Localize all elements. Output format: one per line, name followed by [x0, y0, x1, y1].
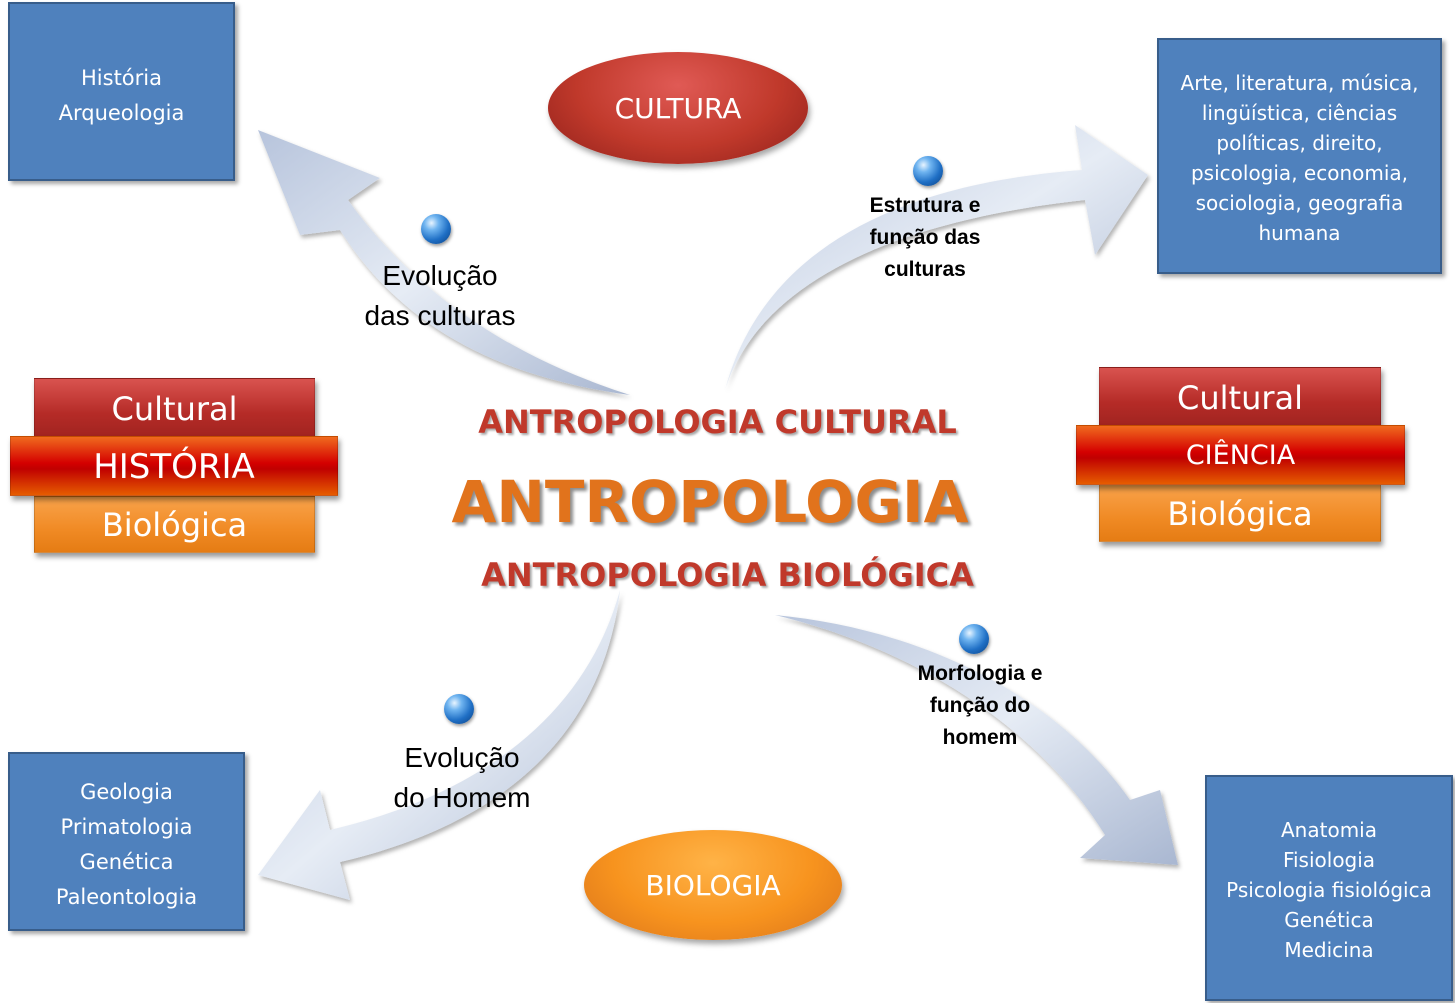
label-line: função das: [869, 226, 981, 249]
box-geologia-paleontologia: Geologia Primatologia Genética Paleontol…: [8, 752, 245, 931]
label-line: homem: [942, 726, 1018, 749]
box-line: Psicologia fisiológica: [1226, 878, 1432, 902]
ellipse-biologia: BIOLOGIA: [584, 830, 842, 940]
stack-label: Biológica: [1167, 495, 1313, 533]
stack-label: Cultural: [1177, 379, 1303, 417]
ellipse-label: BIOLOGIA: [645, 868, 781, 902]
box-anatomia-medicina: Anatomia Fisiologia Psicologia fisiológi…: [1205, 775, 1453, 1001]
subtitle-antropologia-cultural: ANTROPOLOGIA CULTURAL: [478, 403, 957, 441]
left-stack-historia: HISTÓRIA: [10, 436, 338, 496]
stack-label: HISTÓRIA: [93, 447, 255, 487]
box-line: Medicina: [1284, 938, 1374, 962]
arrow-top-left: [258, 130, 630, 395]
ellipse-cultura: CULTURA: [548, 52, 808, 164]
left-stack-biologica: Biológica: [34, 496, 315, 553]
box-line: Arte, literatura, música,: [1180, 71, 1419, 95]
label-estrutura-funcao-culturas: Estrutura e função das culturas: [845, 190, 1005, 286]
right-stack-ciencia: CIÊNCIA: [1076, 425, 1405, 485]
label-line: Evolução: [404, 742, 520, 773]
bullet-icon: [421, 214, 451, 244]
label-line: Estrutura e: [869, 194, 981, 217]
box-line: Geologia: [80, 780, 173, 804]
box-line: psicologia, economia,: [1190, 161, 1409, 185]
bullet-icon: [959, 624, 989, 654]
box-line: Arqueologia: [58, 101, 185, 125]
right-stack-cultural: Cultural: [1099, 367, 1381, 427]
box-ciencias-humanas: Arte, literatura, música, lingüística, c…: [1157, 38, 1442, 274]
bullet-icon: [444, 694, 474, 724]
label-line: função do: [929, 694, 1031, 717]
box-line: Primatologia: [60, 815, 193, 839]
box-historia-arqueologia: História Arqueologia: [8, 2, 235, 181]
bullet-icon: [913, 156, 943, 186]
box-line: História: [81, 66, 162, 90]
box-line: Genética: [1284, 908, 1374, 932]
stack-label: Biológica: [101, 506, 248, 544]
box-line: Genética: [79, 850, 174, 874]
subtitle-antropologia-biologica: ANTROPOLOGIA BIOLÓGICA: [481, 556, 974, 594]
label-line: Morfologia e: [917, 662, 1043, 685]
label-line: Evolução: [382, 260, 498, 291]
stack-label: CIÊNCIA: [1185, 440, 1296, 471]
right-stack-biologica: Biológica: [1099, 484, 1381, 542]
label-morfologia-funcao-homem: Morfologia e função do homem: [895, 658, 1065, 754]
stack-label: Cultural: [111, 390, 238, 428]
box-line: políticas, direito,: [1216, 131, 1383, 155]
main-title: ANTROPOLOGIA: [451, 468, 969, 536]
box-line: sociologia, geografia: [1195, 191, 1404, 215]
label-evolucao-culturas: Evolução das culturas: [330, 256, 550, 336]
box-line: lingüística, ciências: [1201, 101, 1398, 125]
label-evolucao-homem: Evolução do Homem: [352, 738, 572, 818]
box-line: Paleontologia: [55, 885, 198, 909]
label-line: do Homem: [393, 782, 531, 813]
left-stack-cultural: Cultural: [34, 378, 315, 438]
arrow-bottom-left: [258, 590, 620, 900]
label-line: culturas: [884, 258, 966, 281]
box-line: humana: [1258, 221, 1341, 245]
box-line: Anatomia: [1281, 818, 1377, 842]
box-line: Fisiologia: [1282, 848, 1376, 872]
arrow-bottom-right: [775, 615, 1178, 865]
ellipse-label: CULTURA: [614, 91, 742, 125]
label-line: das culturas: [364, 300, 516, 331]
arrow-top-right: [725, 125, 1148, 390]
